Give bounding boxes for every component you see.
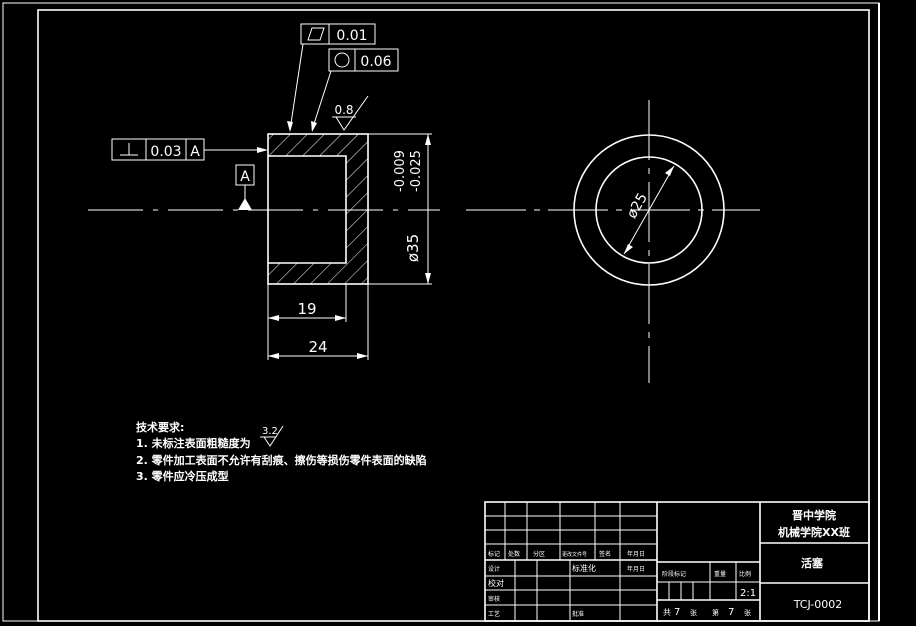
svg-text:19: 19 bbox=[297, 300, 316, 318]
svg-text:分区: 分区 bbox=[533, 550, 545, 558]
inner-length-dimension: 19 bbox=[267, 284, 347, 360]
svg-text:24: 24 bbox=[308, 338, 327, 356]
svg-text:年月日: 年月日 bbox=[627, 565, 645, 573]
flatness-callout: 0.01 bbox=[287, 23, 376, 132]
hatch-end-wall bbox=[346, 156, 368, 263]
svg-text:3.2: 3.2 bbox=[262, 426, 278, 437]
svg-text:共: 共 bbox=[663, 608, 671, 617]
roughness-symbol-general: 3.2 bbox=[260, 425, 284, 447]
svg-text:批准: 批准 bbox=[572, 610, 584, 618]
total-length-dimension: 24 bbox=[268, 284, 369, 360]
part-name: 活塞 bbox=[801, 556, 824, 570]
svg-text:更改文件号: 更改文件号 bbox=[562, 551, 587, 558]
hatch-bottom bbox=[268, 263, 368, 284]
drawing-number: TCJ-0002 bbox=[793, 598, 843, 611]
section-view: 0.01 0.06 0.8 0.03 bbox=[88, 23, 440, 360]
perpendicularity-symbol bbox=[120, 143, 138, 156]
circularity-value: 0.06 bbox=[360, 54, 391, 70]
svg-text:年月日: 年月日 bbox=[627, 550, 645, 558]
inner-border bbox=[37, 9, 870, 622]
class-name: 机械学院XX班 bbox=[778, 525, 850, 539]
flatness-leader bbox=[289, 43, 304, 131]
tech-item-3: 3. 零件应冷压成型 bbox=[136, 469, 229, 483]
circularity-callout: 0.06 bbox=[311, 48, 399, 132]
svg-text:重量: 重量 bbox=[714, 570, 726, 578]
circularity-symbol bbox=[334, 52, 350, 68]
outer-border bbox=[2, 2, 880, 622]
svg-text:第: 第 bbox=[712, 608, 719, 617]
tech-item-1: 1. 未标注表面粗糙度为 bbox=[136, 436, 251, 450]
svg-text:签名: 签名 bbox=[599, 550, 611, 558]
end-view: ø25 bbox=[466, 100, 760, 383]
outer-circle bbox=[573, 134, 725, 286]
hatch-top bbox=[268, 134, 368, 156]
perpendicularity-value: 0.03 bbox=[150, 144, 181, 160]
svg-text:标准化: 标准化 bbox=[572, 563, 596, 573]
flatness-value: 0.01 bbox=[336, 28, 367, 44]
bore-outline bbox=[268, 155, 347, 264]
datum-a: A bbox=[235, 164, 255, 210]
perpendicularity-callout: 0.03 A bbox=[111, 138, 268, 161]
svg-text:审核: 审核 bbox=[488, 595, 500, 603]
bore-diameter-line bbox=[623, 165, 675, 255]
school-name: 晋中学院 bbox=[792, 508, 836, 522]
outer-diameter-dimension: ø35 -0.009 -0.025 bbox=[368, 133, 432, 285]
flatness-symbol bbox=[307, 27, 325, 41]
bore-circle bbox=[595, 156, 703, 264]
svg-text:校对: 校对 bbox=[488, 578, 504, 588]
svg-text:处数: 处数 bbox=[508, 550, 520, 558]
svg-text:阶段标记: 阶段标记 bbox=[662, 570, 686, 578]
title-block: 标记 处数 分区 更改文件号 签名 年月日 设计 标准化 年月日 校对 审核 工… bbox=[484, 501, 870, 622]
svg-text:A: A bbox=[240, 169, 250, 185]
tech-requirements: 技术要求: 1. 未标注表面粗糙度为 2. 零件加工表面不允许有刮痕、擦伤等损伤… bbox=[136, 420, 427, 483]
svg-text:7: 7 bbox=[728, 607, 734, 618]
scale-value: 2:1 bbox=[740, 588, 756, 599]
outer-diameter-label: ø35 bbox=[404, 234, 422, 262]
svg-text:0.8: 0.8 bbox=[334, 103, 353, 117]
svg-text:设计: 设计 bbox=[488, 565, 500, 573]
tech-item-2: 2. 零件加工表面不允许有刮痕、擦伤等损伤零件表面的缺陷 bbox=[136, 453, 427, 467]
tech-heading: 技术要求: bbox=[136, 420, 184, 434]
roughness-symbol-top: 0.8 bbox=[332, 95, 369, 131]
svg-text:比例: 比例 bbox=[739, 570, 751, 578]
svg-text:7: 7 bbox=[674, 607, 680, 618]
svg-text:张: 张 bbox=[690, 608, 697, 617]
svg-text:工艺: 工艺 bbox=[488, 610, 500, 618]
circularity-leader bbox=[311, 70, 332, 131]
svg-text:张: 张 bbox=[744, 608, 751, 617]
svg-text:标记: 标记 bbox=[488, 550, 500, 558]
outer-tol-upper: -0.009 bbox=[393, 150, 408, 192]
bore-diameter-label: ø25 bbox=[624, 191, 651, 222]
outer-tol-lower: -0.025 bbox=[409, 150, 424, 192]
perpendicularity-datum: A bbox=[190, 144, 200, 160]
